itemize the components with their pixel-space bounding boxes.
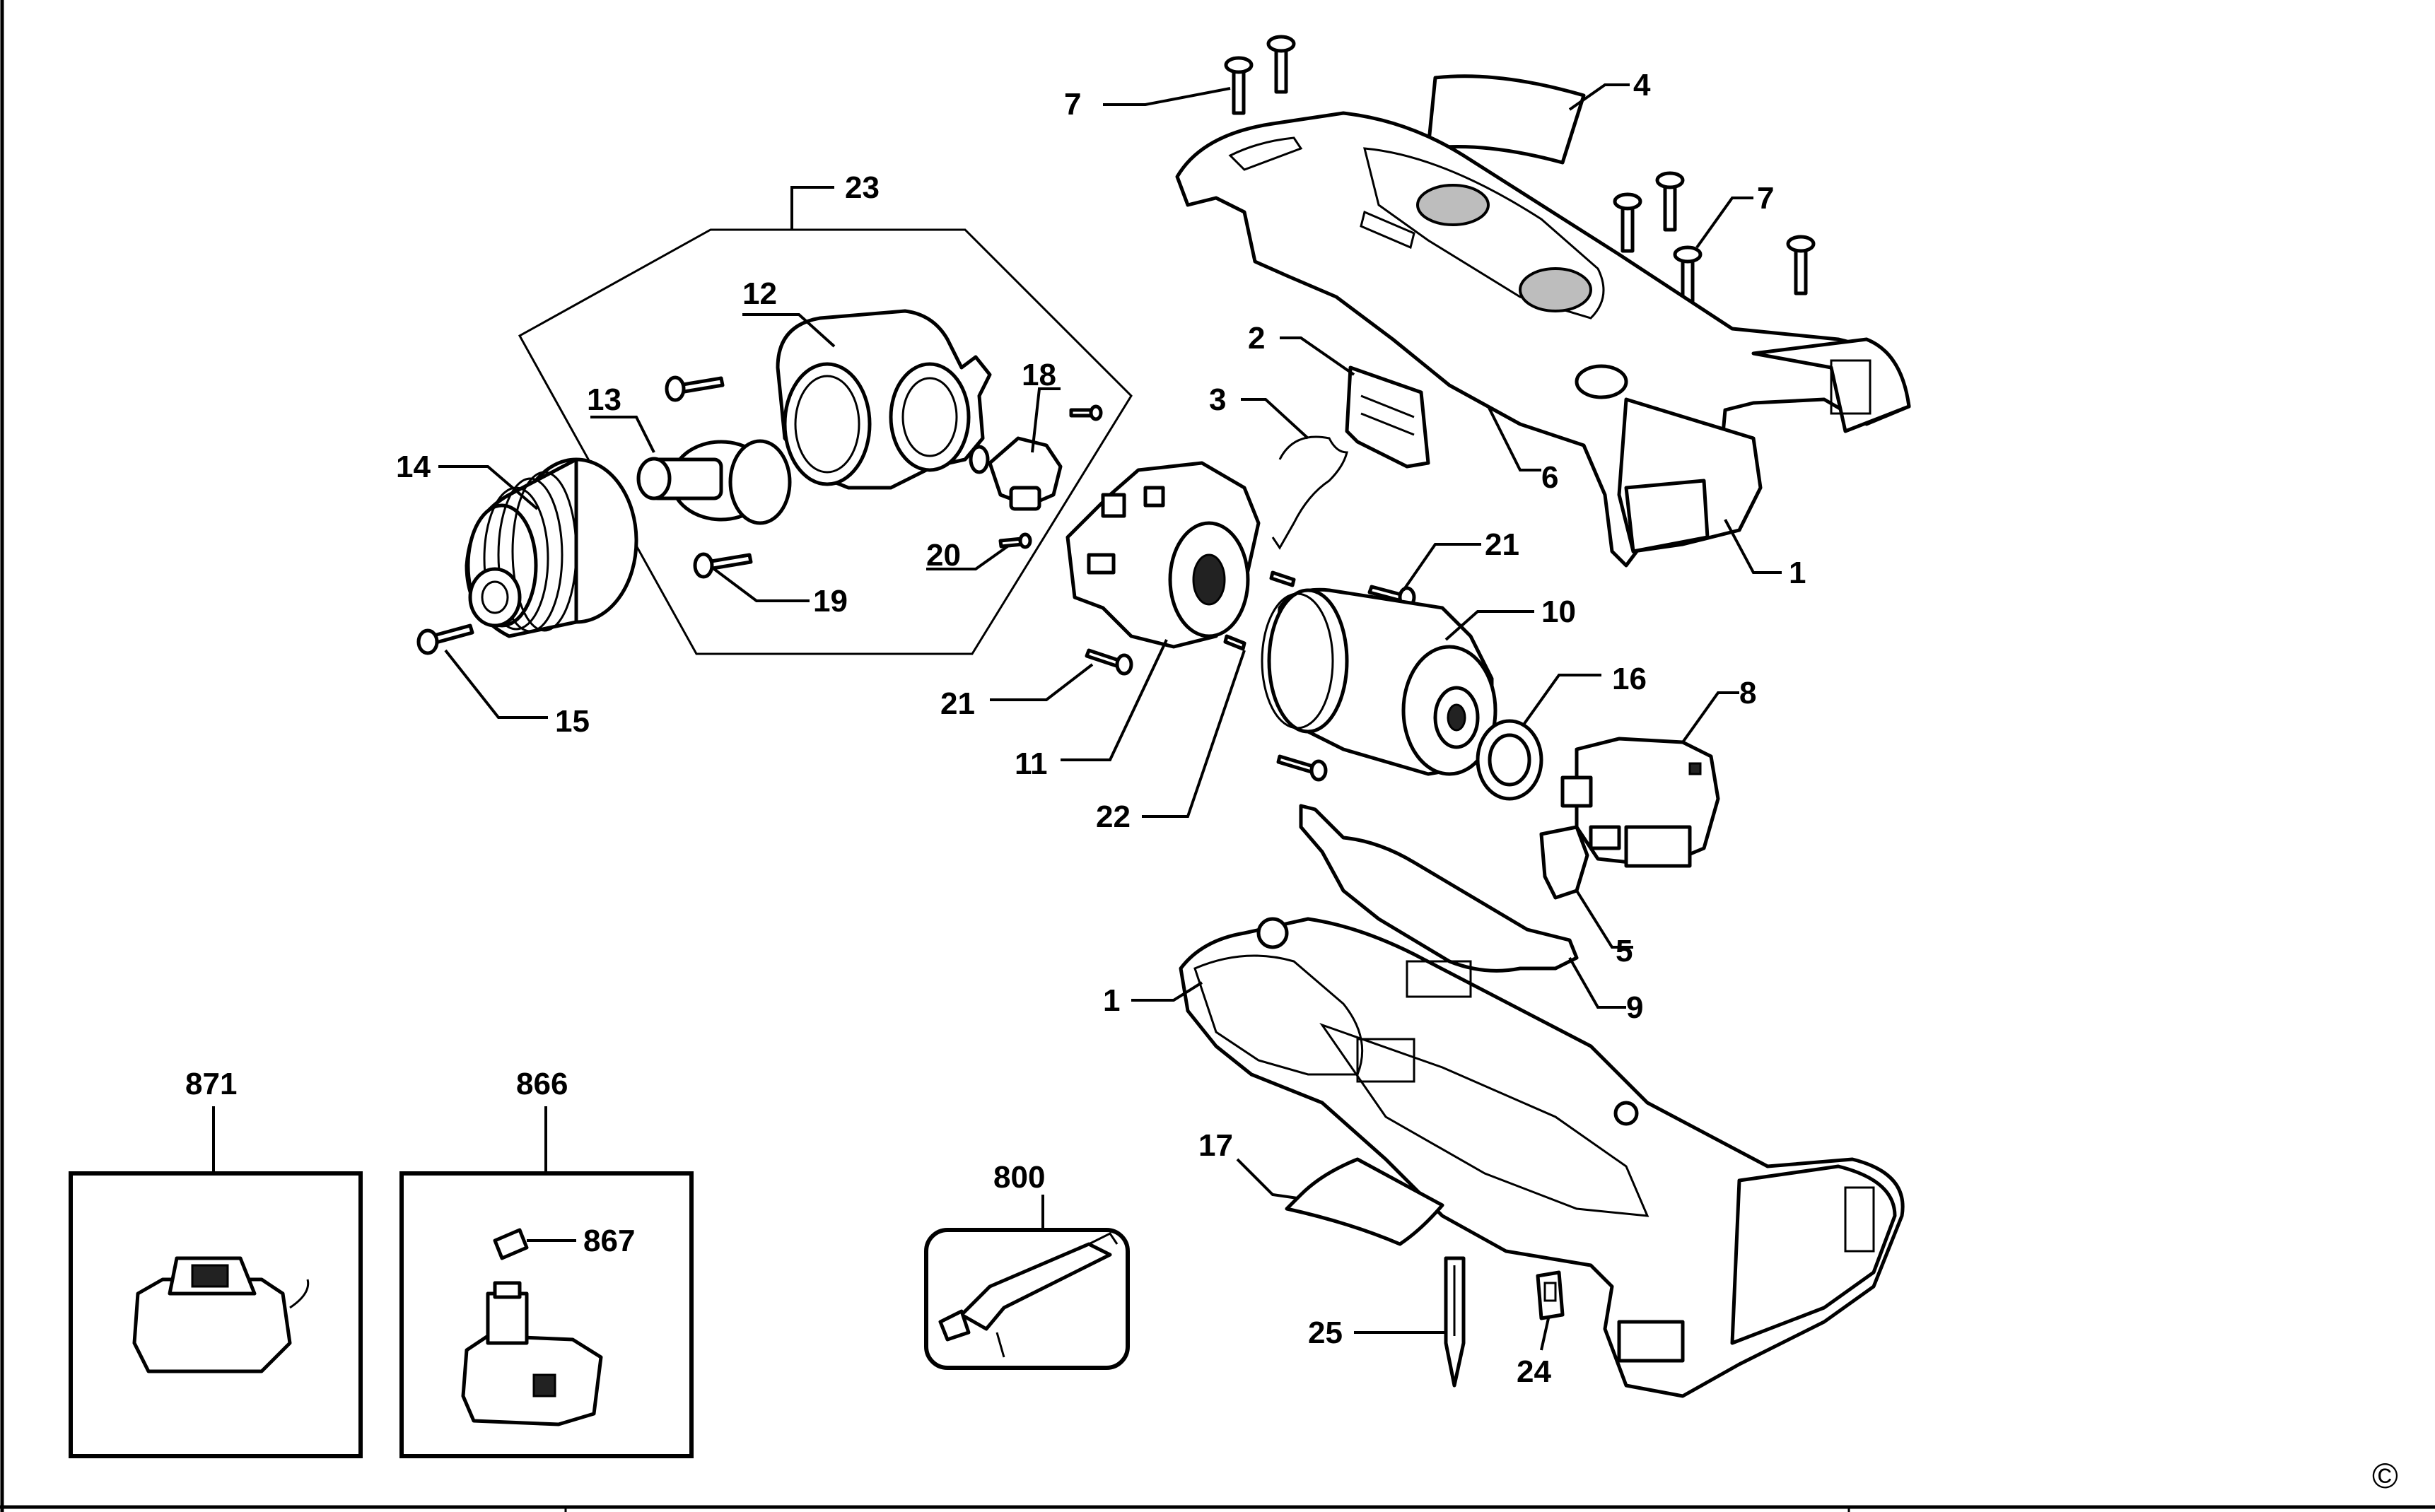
label-866: 866 [516,1067,568,1101]
label-1-bottom: 1 [1103,983,1120,1018]
label-23: 23 [845,170,880,205]
label-25: 25 [1308,1315,1343,1350]
part-21-screws: 21 21 [940,527,1519,782]
part-17-label: 17 [1198,1128,1444,1246]
part-18-coupling: 18 [969,358,1063,511]
label-10: 10 [1541,594,1576,629]
label-4: 4 [1633,68,1651,102]
part-1-upper-housing: 1 [1175,111,1911,590]
label-9: 9 [1626,990,1643,1025]
part-23-group: 23 [518,170,1133,655]
label-6: 6 [1541,460,1558,495]
label-13: 13 [587,382,621,417]
part-24-clip: 24 [1517,1270,1565,1389]
label-1-top: 1 [1789,556,1806,590]
part-4-label: 4 [1426,68,1651,165]
label-7-right: 7 [1757,181,1774,216]
label-12: 12 [742,276,777,311]
label-5: 5 [1616,934,1633,968]
part-15-screw: 15 [416,623,590,739]
label-867: 867 [583,1224,635,1258]
label-7-top: 7 [1064,87,1081,122]
part-871-box: 871 [69,1067,363,1458]
label-21-left: 21 [940,686,975,721]
part-1-lower-housing: 1 [1103,917,1905,1398]
label-800: 800 [993,1160,1045,1195]
label-17: 17 [1198,1128,1233,1163]
part-6-spring: 6 [1445,373,1558,495]
label-20: 20 [926,538,961,573]
copyright-symbol: © [2372,1456,2398,1496]
screws-group-23: 19 [665,375,848,619]
label-8: 8 [1739,676,1756,710]
label-15: 15 [555,704,590,739]
part-3-clip: 3 [1209,382,1348,550]
part-13-spindle: 13 [587,382,792,525]
part-800-box: 800 [924,1160,1130,1370]
label-871: 871 [185,1067,237,1101]
part-11-motor-mount: 11 [1015,461,1261,781]
label-11: 11 [1015,746,1048,781]
part-866-box: 866 867 [399,1067,694,1458]
label-21-right: 21 [1485,527,1519,562]
part-20-pins: 20 [926,404,1103,573]
part-5-trigger: 5 [1539,825,1633,968]
label-18: 18 [1022,358,1056,392]
part-12-gear-housing: 12 [742,276,992,490]
part-16-bearing: 16 [1476,662,1647,801]
part-10-motor: 10 [1261,587,1576,776]
label-14: 14 [396,450,431,484]
label-24: 24 [1517,1354,1551,1389]
part-8-switch: 8 [1560,676,1756,868]
part-14-chuck: 14 [396,450,638,638]
label-2: 2 [1248,321,1265,356]
label-22: 22 [1096,799,1131,834]
part-7-screws: 7 7 [1064,35,1816,306]
label-3: 3 [1209,382,1226,417]
part-25-bit: 25 [1308,1256,1466,1388]
part-2-switch-plate: 2 [1248,321,1430,469]
label-16: 16 [1612,662,1647,696]
label-19: 19 [813,584,848,619]
part-22-screw: 22 [1096,634,1246,834]
